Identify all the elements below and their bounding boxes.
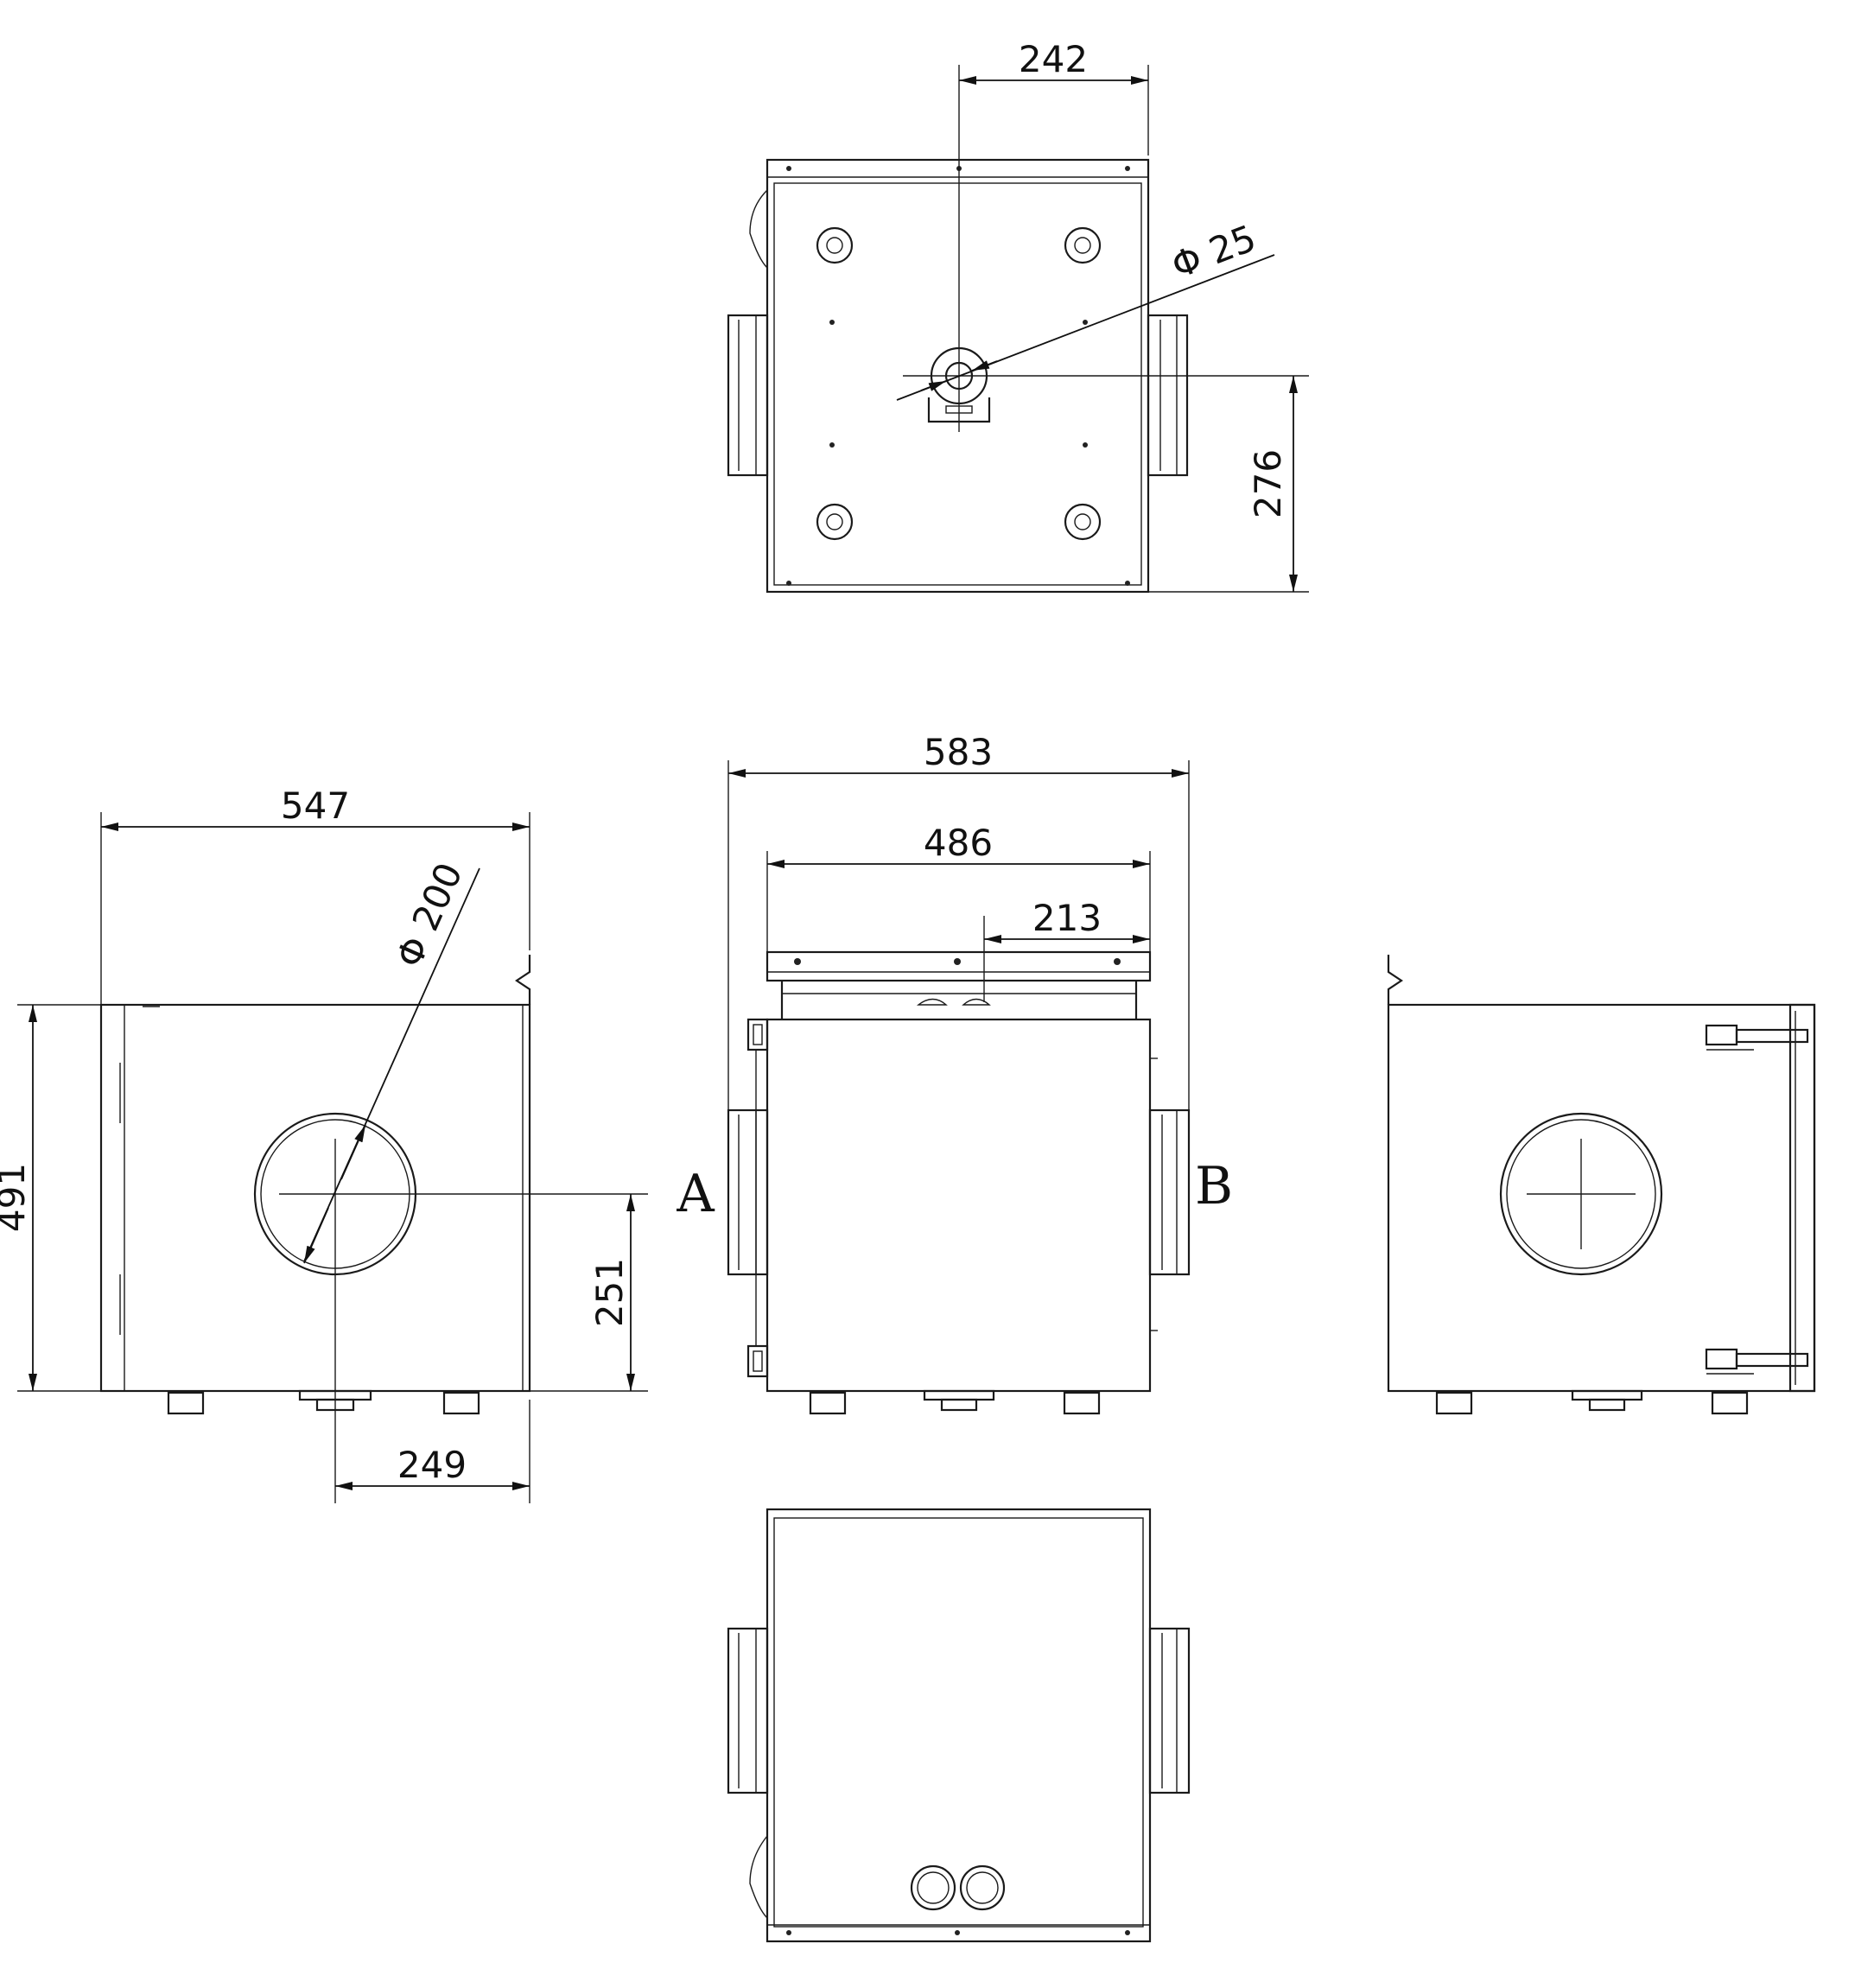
front-view bbox=[727, 760, 1191, 1415]
dim-height: 491 bbox=[0, 1163, 33, 1232]
dim-top-height: 276 bbox=[1247, 449, 1289, 518]
dim-top-offset: 242 bbox=[1019, 38, 1088, 80]
bottom-view bbox=[727, 1508, 1191, 1943]
dim-pipe-diameter: Φ 25 bbox=[1166, 217, 1261, 288]
side-view-left bbox=[17, 812, 648, 1503]
side-view-right bbox=[1387, 955, 1816, 1415]
port-label-a: A bbox=[676, 1164, 715, 1224]
dim-side-depth: 547 bbox=[281, 784, 350, 827]
dim-overall-width: 583 bbox=[924, 731, 993, 773]
dim-duct-center-height: 251 bbox=[588, 1258, 631, 1327]
port-label-b: B bbox=[1195, 1156, 1233, 1216]
dim-duct-center-offset: 249 bbox=[397, 1444, 467, 1486]
top-view bbox=[727, 65, 1309, 594]
dim-inlet-offset: 213 bbox=[1032, 897, 1102, 939]
dim-body-width: 486 bbox=[924, 822, 993, 864]
